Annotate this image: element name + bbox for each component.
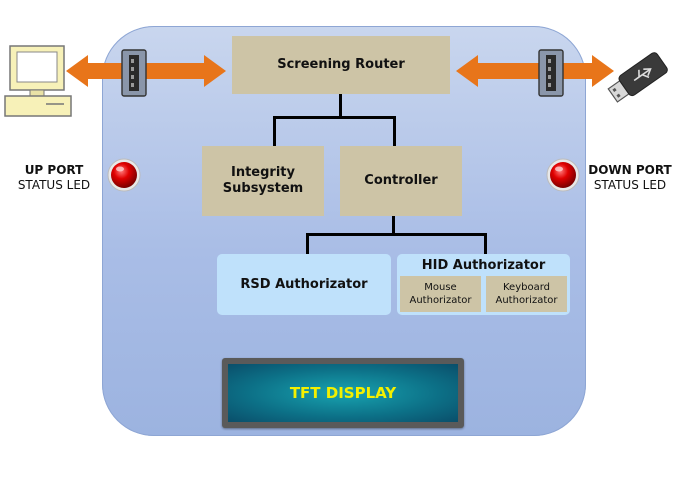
up-port-status: STATUS LED [17, 178, 91, 192]
screening-router-block: Screening Router [232, 36, 450, 94]
up-port-title: UP PORT [24, 163, 84, 177]
tft-display-screen: TFT DISPLAY [228, 364, 458, 422]
red-led-icon [546, 158, 580, 192]
connector-line [273, 116, 276, 146]
computer-icon [4, 45, 72, 117]
connector-line [339, 94, 342, 118]
tft-display-label: TFT DISPLAY [289, 384, 397, 402]
controller-label: Controller [364, 173, 438, 188]
controller-block: Controller [340, 146, 462, 216]
mouse-authorizator-label: Mouse Authorizator [409, 282, 472, 306]
connector-line [306, 233, 309, 254]
usb-port-icon [538, 49, 564, 97]
down-port-label: DOWN PORT STATUS LED [586, 163, 674, 193]
down-port-title: DOWN PORT [588, 163, 672, 177]
connector-line [392, 216, 395, 235]
integrity-subsystem-label: Integrity Subsystem [222, 165, 304, 196]
connector-line [306, 233, 487, 236]
integrity-subsystem-block: Integrity Subsystem [202, 146, 324, 216]
usb-port-icon [121, 49, 147, 97]
red-led-icon [107, 158, 141, 192]
hid-authorizator-block: HID Authorizator Mouse Authorizator Keyb… [397, 254, 570, 315]
keyboard-authorizator-label: Keyboard Authorizator [495, 282, 558, 306]
connector-line [484, 233, 487, 254]
screening-router-label: Screening Router [277, 57, 405, 72]
double-arrow-icon [456, 55, 614, 87]
hid-authorizator-label: HID Authorizator [421, 258, 546, 273]
connector-line [273, 116, 396, 119]
down-port-status: STATUS LED [593, 178, 667, 192]
connector-line [393, 116, 396, 146]
tft-display: TFT DISPLAY [222, 358, 464, 428]
up-port-label: UP PORT STATUS LED [6, 163, 102, 193]
keyboard-authorizator-block: Keyboard Authorizator [486, 276, 567, 312]
rsd-authorizator-label: RSD Authorizator [240, 276, 368, 292]
usb-drive-icon [607, 52, 668, 103]
rsd-authorizator-block: RSD Authorizator [217, 254, 391, 315]
mouse-authorizator-block: Mouse Authorizator [400, 276, 481, 312]
